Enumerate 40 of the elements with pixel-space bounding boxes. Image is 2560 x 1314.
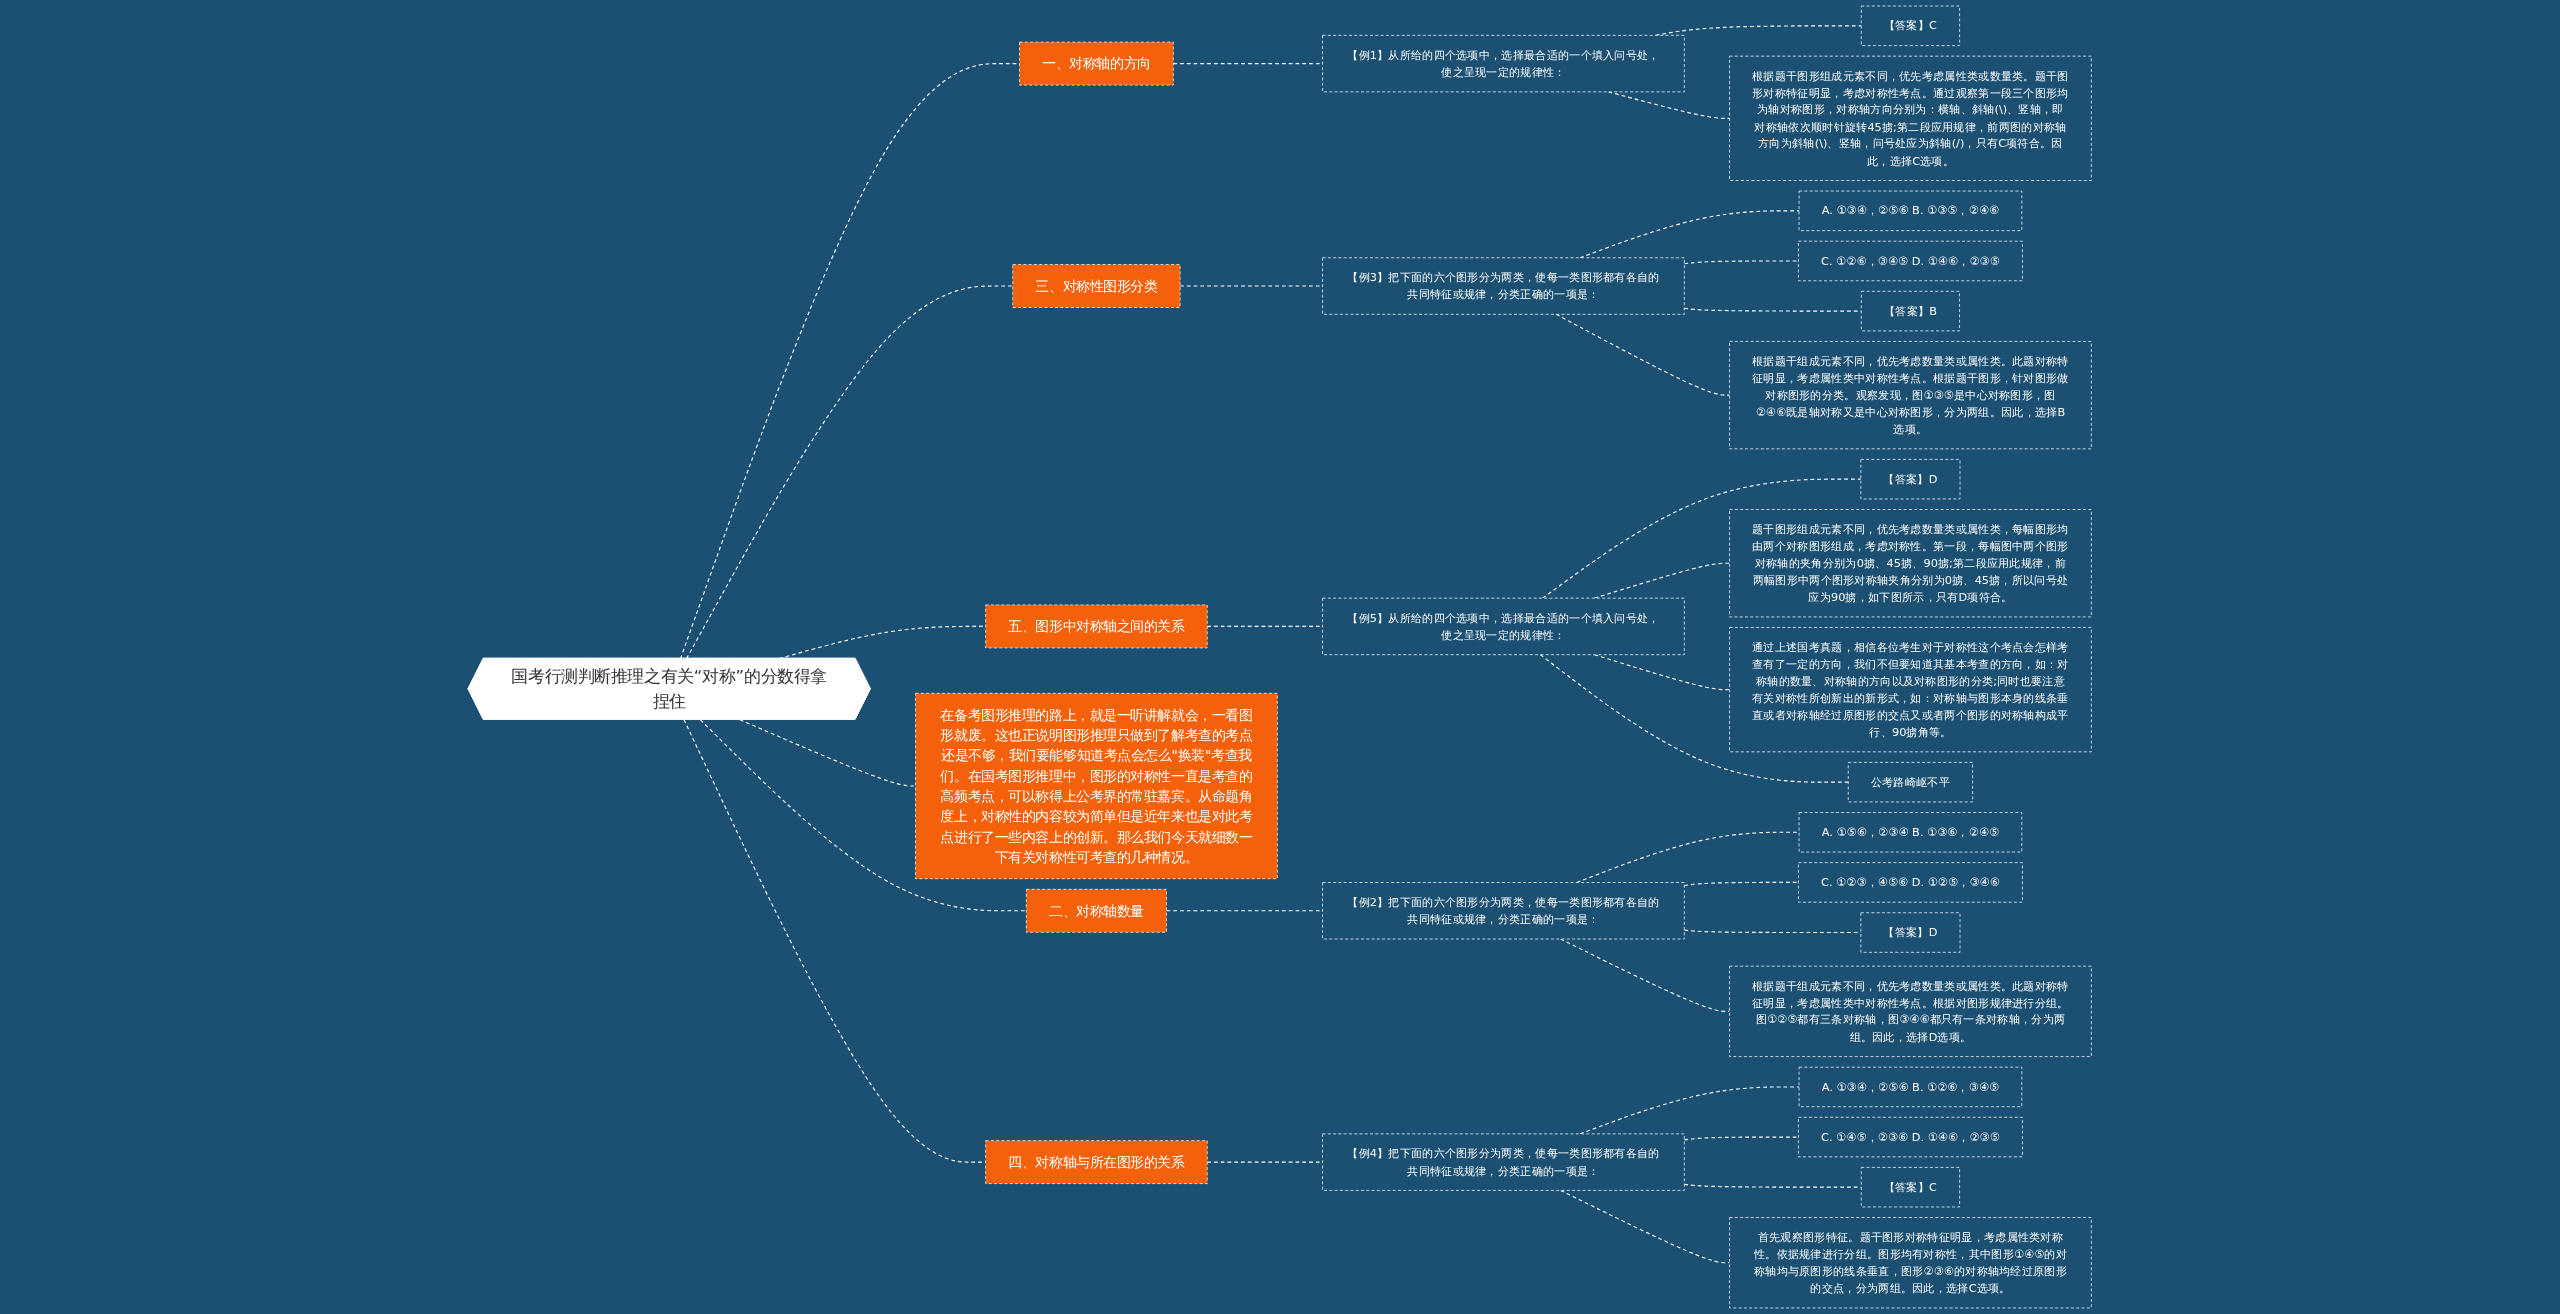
connector	[700, 719, 1028, 912]
node-box: 在备考图形推理的路上，就是一听讲解就会，一看图形就废。这也正说明图形推理只做到了解考查的考点还是不够，我们要能够知道考点会怎么"换装"考查我们。在国考图形推理中，图形的对称性一直是考查的高频考点，可以称得上公考界的常驻嘉宾。从命题角度上，对称性的内容较为简单但是近年来也是对此考点进行了一些内容上的创新。那么我们今天就细数一下有关对称性可考查的几种情况。	[915, 692, 1278, 880]
node-box: 【例2】把下面的六个图形分为两类，使每一类图形都有各自的共同特征或规律，分类正确的一项是：	[1322, 882, 1685, 940]
node-box: 通过上述国考真题，相信各位考生对于对称性这个考点会怎样考查有了一定的方向，我们不但要知道其基本考查的方向，如：对称轴的数量、对称轴的方向以及对称图形的分类;同时也要注意有关对称性所创新出的新形式，如：对称轴与图形本身的线条垂直或者对称轴经过原图形的交点又或者两个图形的对称轴构成平行、90掳角等。	[1729, 627, 2092, 753]
connector	[1542, 478, 1862, 599]
connector	[1555, 313, 1731, 396]
node-box: 根据题干图形组成元素不同，优先考虑属性类或数量类。题干图形对称特征明显，考虑对称性考点。通过观察第一段三个图形均为轴对称图形，对称轴方向分别为：横轴、斜轴(\)、竖轴，即对称轴依次顺时针旋转45掳;第二段应用规律，前两图的对称轴方向为斜轴(\)、竖轴，问号处应为斜轴(/)，只有C项符合。因此，选择C选项。	[1729, 55, 2092, 181]
node-box: 【答案】C	[1861, 1167, 1961, 1208]
node-box: 五、图形中对称轴之间的关系	[985, 604, 1208, 649]
node-box: 【答案】D	[1860, 459, 1961, 500]
node-box: 首先观察图形特征。题干图形对称特征明显，考虑属性类对称性。依据规律进行分组。图形均有对称性，其中图形①④⑤的对称轴均与原图形的线条垂直，图形②③⑥的对称轴均经过原图形的交点，分为两组。因此，选择C选项。	[1729, 1217, 2092, 1309]
node-box: C. ①②⑥，③④⑤ D. ①④⑥，②③⑤	[1798, 240, 2024, 282]
node-box: 【例1】从所给的四个选项中，选择最合适的一个填入问号处，使之呈现一定的规律性：	[1322, 34, 1685, 93]
node-box: 三、对称性图形分类	[1012, 264, 1181, 308]
node-box: 根据题干组成元素不同，优先考虑数量类或属性类。此题对称特征明显，考虑属性类中对称性考点。根据对图形规律进行分组。图①②⑤都有三条对称轴，图③④⑥都只有一条对称轴，分为两组。因此，选择D选项。	[1729, 965, 2092, 1057]
node-box: 根据题干组成元素不同，优先考虑数量类或属性类。此题对称特征明显，考虑属性类中对称性考点。根据题干图形，针对图形做对称图形的分类。观察发现，图①③⑤是中心对称图形，图②④⑥既是轴对称又是中心对称图形，分为两组。因此，选择B选项。	[1729, 341, 2092, 450]
connector	[1576, 831, 1800, 884]
connector	[1684, 881, 1800, 887]
node-box: A. ①③④，②⑤⑥ B. ①③⑤，②④⑥	[1799, 190, 2023, 231]
node-box: 题干图形组成元素不同，优先考虑数量类或属性类，每幅图形均由两个对称图形组成，考虑对称性。第一段，每幅图中两个图形对称轴的夹角分别为0掳、45掳、90掳;第二段应用此规律，前两幅图形中两个图形对称轴夹角分别为0掳、45掳，所以问号处应为90掳，如下图所示，只有D项符合。	[1729, 509, 2092, 618]
node-box: 【例3】把下面的六个图形分为两类，使每一类图形都有各自的共同特征或规律，分类正确的一项是：	[1322, 257, 1685, 315]
connector	[1594, 562, 1731, 599]
connector	[1684, 260, 1800, 265]
connector	[1684, 1136, 1800, 1141]
node-box: A. ①③④，②⑤⑥ B. ①②⑥，③④⑤	[1799, 1066, 2023, 1108]
node-box: 公考路崎岖不平	[1848, 762, 1974, 803]
node-box: C. ①②③，④⑤⑥ D. ①②⑤，③④⑥	[1798, 862, 2024, 903]
node-box: 【答案】C	[1861, 5, 1961, 46]
node-box: 四、对称轴与所在图形的关系	[985, 1140, 1208, 1184]
node-box: 【例5】从所给的四个选项中，选择最合适的一个填入问号处，使之呈现一定的规律性：	[1322, 597, 1685, 656]
node-box: 一、对称轴的方向	[1019, 41, 1174, 86]
node-box: 【答案】D	[1860, 912, 1961, 953]
node-box: A. ①⑤⑥，②③④ B. ①③⑥，②④⑤	[1799, 812, 2023, 853]
node-box: 【例4】把下面的六个图形分为两类，使每一类图形都有各自的共同特征或规律，分类正确的一项是：	[1322, 1133, 1685, 1191]
node-box: C. ①④⑤，②③⑥ D. ①④⑥，②③⑤	[1798, 1116, 2024, 1158]
connector	[1594, 654, 1731, 691]
connector	[1540, 654, 1850, 783]
connector	[686, 285, 1014, 660]
node-box: 二、对称轴数量	[1026, 888, 1168, 933]
node-box: 【答案】B	[1861, 290, 1961, 332]
